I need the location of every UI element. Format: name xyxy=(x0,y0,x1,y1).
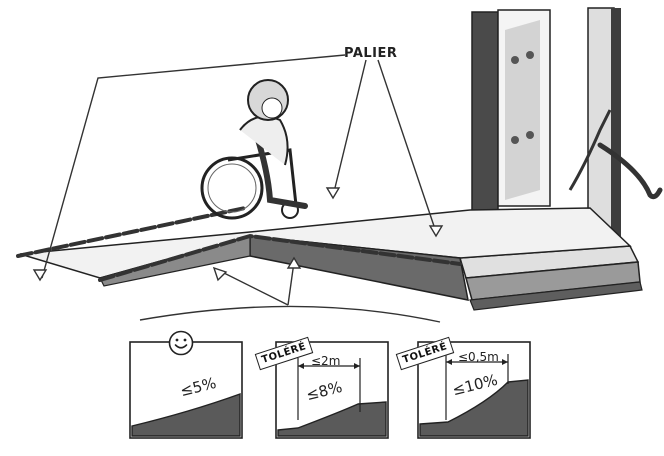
palier-label: PALIER xyxy=(344,46,398,61)
smiley-icon xyxy=(168,330,194,356)
ramp-platform xyxy=(16,206,632,301)
ramp-leader-lines xyxy=(139,256,441,323)
panel-3-length: ≤0,5m xyxy=(458,350,499,364)
panel-2-length: ≤2m xyxy=(311,354,341,368)
slope-panel-1 xyxy=(129,341,243,439)
building-entrance xyxy=(471,7,663,238)
steps xyxy=(459,245,643,311)
wheelchair-user xyxy=(200,79,308,220)
palier-leader-lines xyxy=(32,54,444,282)
